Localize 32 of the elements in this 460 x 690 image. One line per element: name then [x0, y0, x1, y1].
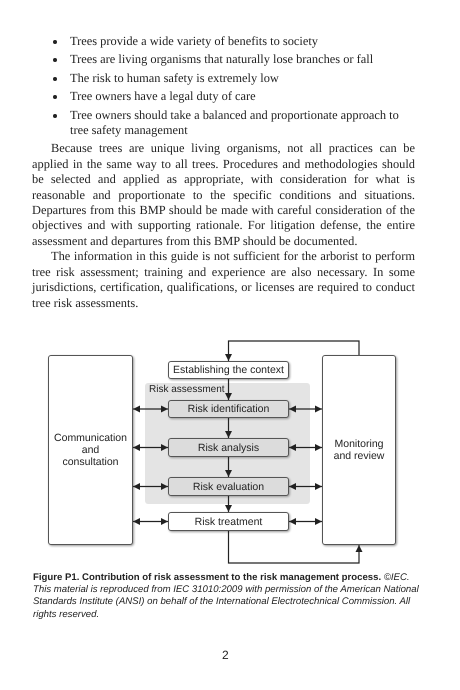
bullet-item: Trees provide a wide variety of benefits to society	[70, 34, 318, 48]
arrow	[289, 444, 322, 451]
group-panel	[145, 383, 310, 504]
arrow	[225, 379, 232, 400]
process-box: Risk evaluation	[168, 477, 289, 496]
process-box: Risk treatment	[168, 512, 289, 531]
process-box: Establishing the context	[168, 361, 289, 379]
bullet-item: Trees are living organisms that naturally lose branches or fall	[70, 52, 374, 66]
arrow	[225, 457, 232, 477]
body-paragraph: Because trees are unique living organisms, not all practices can be applied in the same way to all trees. Procedures and methodologies should be selected and applied as appropriate, with consideration for what is reasonable and proportionate to the specific conditions and situations. Departures from this BMP should be made with careful consideration of the objectives and with supporting rationale. For litigation defense, the entire assessment and departures from this BMP should be documented.	[32, 141, 415, 250]
arrow	[133, 444, 168, 451]
arrow	[289, 483, 322, 490]
arrow	[225, 340, 360, 361]
process-box: Risk identification	[168, 400, 289, 418]
arrow	[228, 531, 362, 564]
process-box: Communication and consultation	[48, 355, 133, 545]
bullet-item: The risk to human safety is extremely low	[70, 70, 279, 85]
bullet-item: Tree owners have a legal duty of care	[70, 89, 256, 104]
process-box: Monitoring and review	[322, 355, 396, 545]
figure-caption: Figure P1. Contribution of risk assessment to the risk management process. ©IEC. This material is reproduced from IEC 31010:2009 with permission of the American National Standards Institute (ANSI) on behalf of the International Electrotechnical Commission. All rights reserved.	[33, 572, 420, 621]
page-number: 2	[222, 648, 229, 662]
bullet-item: Tree owners should take a balanced and proportionate approach to tree safety management	[70, 108, 399, 138]
group-title: Risk assessment	[149, 384, 225, 396]
process-box: Risk analysis	[168, 438, 289, 457]
body-paragraph: The information in this guide is not sufficient for the arborist to perform tree risk assessment; training and experience are also necessary. In some jurisdictions, certification, qualifications, or licenses are required to conduct tree risk assessments.	[32, 249, 415, 311]
arrow	[289, 518, 322, 525]
arrow	[225, 418, 232, 438]
arrow	[225, 496, 232, 512]
arrow	[289, 406, 322, 412]
arrow	[133, 518, 168, 525]
arrow	[133, 406, 168, 412]
arrow	[133, 483, 168, 490]
